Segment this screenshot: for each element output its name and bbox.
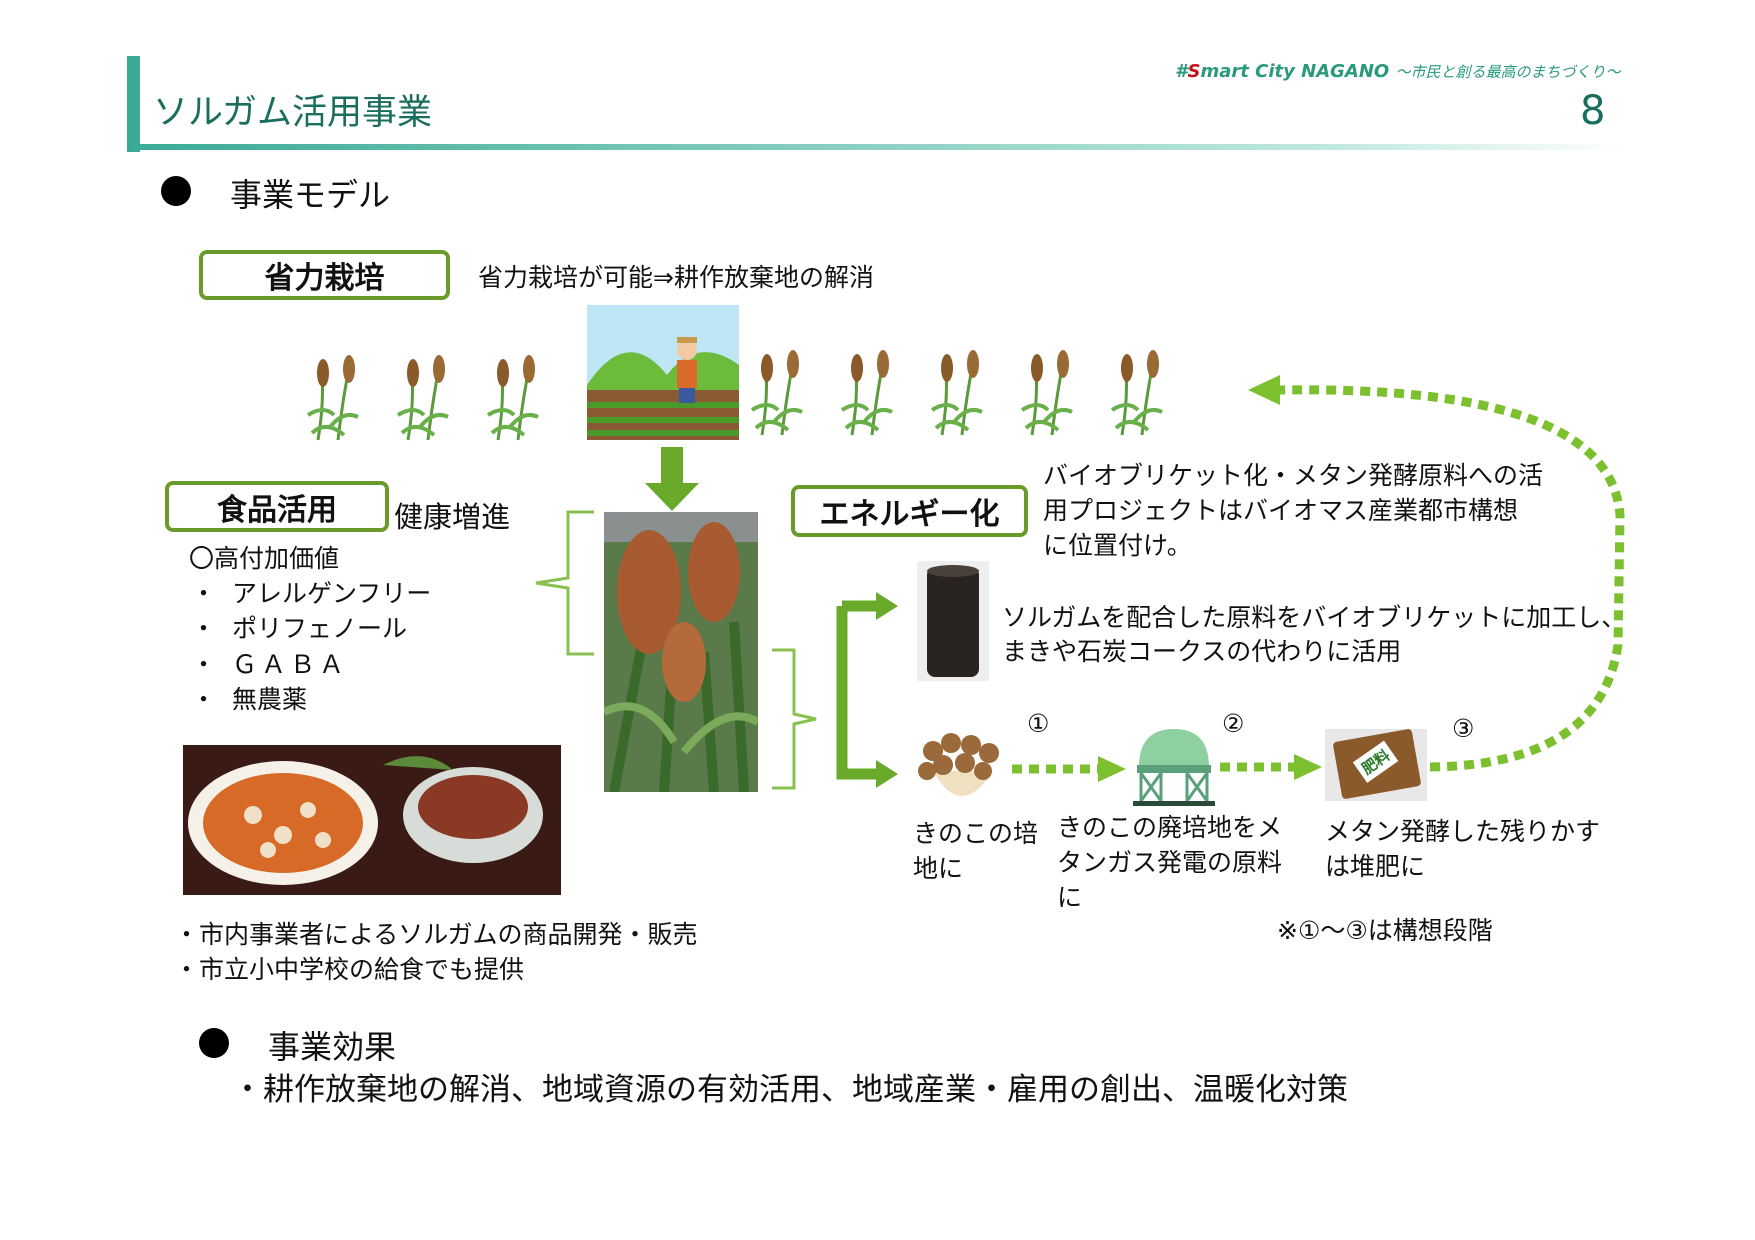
energy-desc-line: バイオブリケット化・メタン発酵原料への活 [1043, 461, 1544, 490]
energy-desc-line: に位置付け。 [1043, 531, 1192, 560]
food-note: ・市立小中学校の給食でも提供 [174, 955, 525, 984]
sorghum-field-photo [604, 512, 758, 792]
brand-name: mart City NAGANO [1200, 61, 1390, 82]
effects-text: ・耕作放棄地の解消、地域資源の有効活用、地域産業・雇用の創出、温暖化対策 [232, 1072, 1348, 1108]
page-title: ソルガム活用事業 [153, 93, 432, 133]
step-caption-line: 地に [913, 854, 964, 883]
sorghum-plants-right [750, 350, 1164, 437]
food-health-label: 健康増進 [394, 500, 511, 534]
step-caption-line: は堆肥に [1325, 852, 1426, 881]
right-brace-icon [772, 648, 817, 790]
section-heading-effects: 事業効果 [268, 1028, 397, 1066]
briquette-desc-line: まきや石炭コークスの代わりに活用 [1002, 637, 1402, 666]
title-underline [127, 144, 1627, 150]
step-caption-line: メタン発酵した残りかす [1325, 817, 1601, 846]
food-item: ・ＧＡＢＡ [191, 650, 349, 679]
food-note: ・市内事業者によるソルガムの商品開発・販売 [174, 920, 698, 949]
sorghum-plants-left [306, 355, 540, 442]
bullet-icon [199, 1028, 229, 1058]
step-caption-line: タンガス発電の原料 [1057, 848, 1283, 877]
labor-saving-label: 省力栽培 [199, 250, 450, 300]
bio-briquette-photo [917, 561, 989, 681]
food-item: ・ポリフェノール [191, 614, 408, 643]
step-caption-line: に [1057, 883, 1083, 912]
brand-tagline: #Smart City NAGANO ～市民と創る最高のまちづくり～ [1175, 61, 1621, 82]
mushroom-icon [918, 733, 999, 796]
sorghum-food-photo [183, 745, 561, 895]
energy-desc-line: 用プロジェクトはバイオマス産業都市構想 [1043, 496, 1519, 525]
title-accent-bar [127, 56, 140, 152]
down-arrow-icon [645, 447, 699, 511]
gas-holder-icon [1133, 729, 1215, 806]
dotted-return-arrow [1248, 375, 1625, 772]
left-brace-icon [535, 510, 594, 656]
farmer-illustration [587, 305, 739, 440]
brand-slogan: ～市民と創る最高のまちづくり～ [1395, 63, 1621, 81]
step-caption-line: きのこの廃培地をメ [1057, 813, 1283, 842]
dotted-arrow-2 [1220, 754, 1322, 780]
briquette-desc-line: ソルガムを配合した原料をバイオブリケットに加工し、 [1002, 603, 1627, 632]
fertilizer-bag-icon: 肥料 [1325, 729, 1427, 801]
dotted-arrow-1 [1012, 756, 1126, 782]
step-number: ① [1027, 709, 1050, 738]
page-number: 8 [1580, 88, 1606, 134]
fork-arrow-icon [836, 592, 898, 788]
energy-label: エネルギー化 [791, 485, 1028, 537]
concept-footnote: ※①～③は構想段階 [1277, 916, 1493, 945]
step-caption-line: きのこの培 [913, 819, 1039, 848]
labor-saving-desc: 省力栽培が可能⇒耕作放棄地の解消 [478, 263, 874, 292]
brand-s: S [1187, 61, 1201, 82]
brand-hash: # [1175, 61, 1188, 82]
food-value-added: 〇高付加価値 [189, 544, 340, 573]
section-heading-model: 事業モデル [230, 176, 391, 214]
food-item: ・無農薬 [191, 685, 308, 714]
food-item: ・アレルゲンフリー [191, 579, 432, 608]
step-number: ③ [1452, 714, 1475, 743]
food-use-label: 食品活用 [165, 481, 389, 532]
bullet-icon [161, 176, 191, 206]
step-number: ② [1222, 709, 1245, 738]
